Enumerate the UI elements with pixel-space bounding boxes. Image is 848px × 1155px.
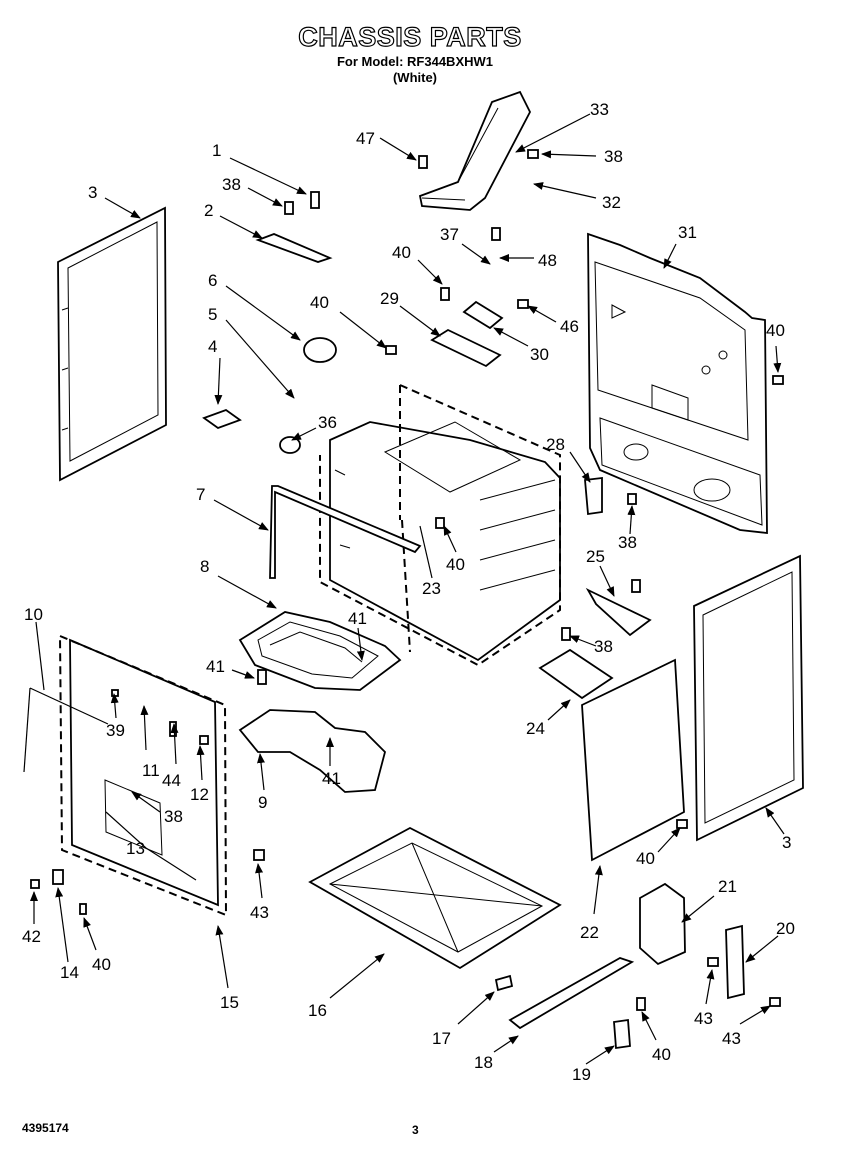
callout-48: 48 — [538, 251, 557, 270]
mounting-plate-drawing — [538, 648, 614, 700]
document-number: 4395174 — [22, 1121, 69, 1135]
callout-20: 20 — [776, 919, 795, 938]
callout-40-a: 40 — [310, 293, 329, 312]
color-line: (White) — [392, 70, 438, 85]
callout-40-c: 40 — [652, 1045, 671, 1064]
broil-element-drawing — [238, 611, 402, 691]
callout-21: 21 — [718, 877, 737, 896]
callout-2: 2 — [204, 201, 213, 220]
knob-button-drawing — [279, 436, 301, 454]
callout-4: 4 — [208, 337, 217, 356]
anti-tip-bracket-drawing — [639, 882, 686, 966]
callout-18: 18 — [474, 1053, 493, 1072]
support-bracket-drawing — [418, 90, 532, 211]
callout-38-c: 38 — [604, 147, 623, 166]
callout-39: 39 — [106, 721, 125, 740]
callout-14: 14 — [60, 963, 79, 982]
callout-8: 8 — [200, 557, 209, 576]
callout-1: 1 — [212, 141, 221, 160]
front-frame-drawing — [58, 634, 228, 917]
callout-17: 17 — [432, 1029, 451, 1048]
leveling-leg-drawing — [613, 1018, 631, 1050]
callout-3-left: 3 — [88, 183, 97, 202]
callout-38-b: 38 — [164, 807, 183, 826]
callout-41-b: 41 — [206, 657, 225, 676]
callout-36: 36 — [318, 413, 337, 432]
callout-5: 5 — [208, 305, 217, 324]
callout-38-d: 38 — [618, 533, 637, 552]
rear-panel-drawing — [587, 232, 768, 535]
callout-24: 24 — [526, 719, 545, 738]
air-deflector-drawing — [585, 587, 652, 637]
bracket-strip-drawing — [725, 924, 745, 1000]
callout-40-b: 40 — [92, 955, 111, 974]
model-line: For Model: RF344BXHW1 — [336, 54, 493, 69]
callout-43-c: 43 — [722, 1029, 741, 1048]
callout-32: 32 — [602, 193, 621, 212]
callout-23: 23 — [422, 579, 441, 598]
callout-41-a: 41 — [348, 609, 367, 628]
callout-41-c: 41 — [322, 769, 341, 788]
callout-40-g: 40 — [636, 849, 655, 868]
callout-15: 15 — [220, 993, 239, 1012]
broil-gasket-drawing — [269, 485, 422, 579]
oven-cavity-drawing — [319, 384, 561, 667]
callout-38-e: 38 — [594, 637, 613, 656]
callout-numbers: 1 38 2 3 6 5 4 40 36 7 8 10 41 41 39 11 … — [22, 100, 795, 1084]
bake-element-drawing — [238, 709, 387, 793]
callout-6: 6 — [208, 271, 217, 290]
callout-30: 30 — [530, 345, 549, 364]
callout-16: 16 — [308, 1001, 327, 1020]
terminal-block-drawing — [430, 328, 502, 368]
callout-3-right: 3 — [782, 833, 791, 852]
drawer-rail-drawing — [508, 957, 635, 1030]
callout-44: 44 — [162, 771, 181, 790]
callout-9: 9 — [258, 793, 267, 812]
callout-40-f: 40 — [446, 555, 465, 574]
callout-19: 19 — [572, 1065, 591, 1084]
callout-40-d: 40 — [392, 243, 411, 262]
callout-12: 12 — [190, 785, 209, 804]
side-cover-drawing — [581, 658, 685, 862]
latch-bracket-drawing — [584, 476, 603, 516]
callout-25: 25 — [586, 547, 605, 566]
callout-37: 37 — [440, 225, 459, 244]
callout-40-e: 40 — [766, 321, 785, 340]
thermostat-drawing — [303, 337, 337, 363]
leader-lines — [23, 113, 785, 1065]
callout-33: 33 — [590, 100, 609, 119]
callout-10: 10 — [24, 605, 43, 624]
callout-46: 46 — [560, 317, 579, 336]
callout-31: 31 — [678, 223, 697, 242]
callout-47: 47 — [356, 129, 375, 148]
callout-11: 11 — [142, 761, 160, 780]
callout-42: 42 — [22, 927, 41, 946]
oven-bottom-drawing — [308, 826, 562, 970]
callout-7: 7 — [196, 485, 205, 504]
page-number: 3 — [412, 1123, 419, 1137]
callout-29: 29 — [380, 289, 399, 308]
callout-13: 13 — [126, 839, 145, 858]
side-panel-right-drawing — [693, 554, 804, 842]
callout-38-a: 38 — [222, 175, 241, 194]
callout-43-a: 43 — [250, 903, 269, 922]
side-panel-left-drawing — [57, 206, 167, 482]
clip-drawing — [494, 974, 514, 992]
terminal-strip-drawing — [462, 300, 504, 330]
thermostat-bracket-drawing — [255, 233, 333, 263]
page-title: CHASSIS PARTS — [298, 21, 522, 52]
callout-22: 22 — [580, 923, 599, 942]
callout-43-b: 43 — [694, 1009, 713, 1028]
wire-clip-drawing — [202, 408, 242, 430]
callout-28: 28 — [546, 435, 565, 454]
